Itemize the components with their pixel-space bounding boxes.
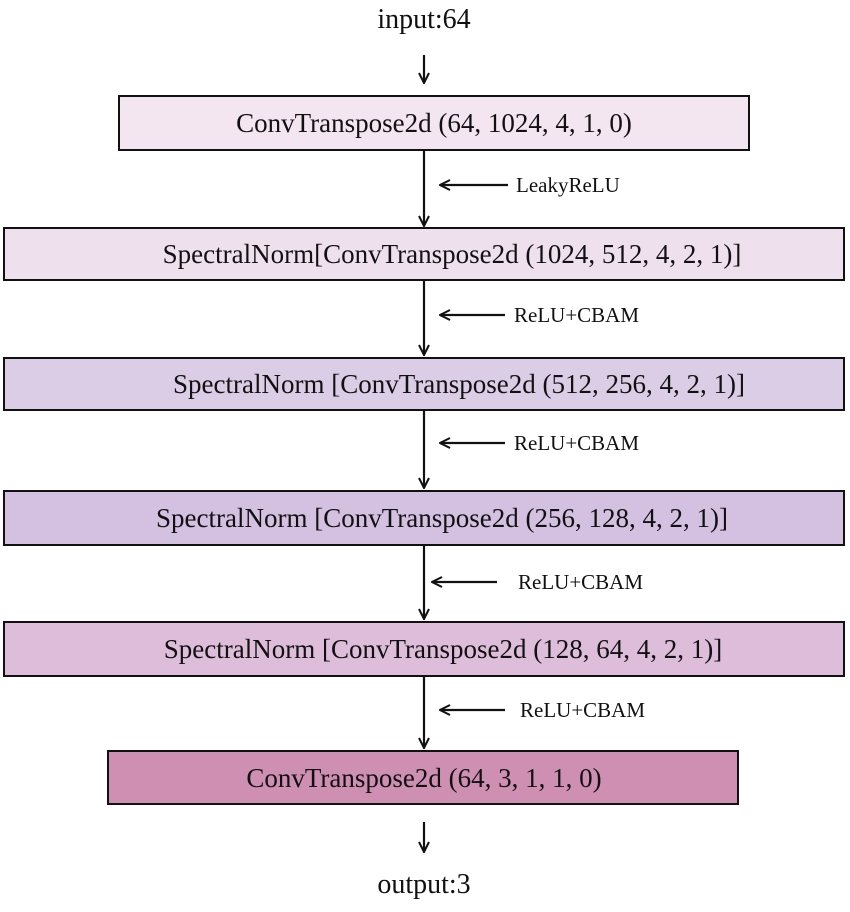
layer-box-5-label: SpectralNorm [ConvTranspose2d (128, 64, …: [164, 634, 722, 664]
layer-box-4-rect: [3, 490, 845, 546]
layer-box-4-label: SpectralNorm [ConvTranspose2d (256, 128,…: [156, 503, 728, 533]
layer-box-1: ConvTranspose2d (64, 1024, 4, 1, 0): [118, 95, 750, 151]
activation-label-3: ReLU+CBAM: [514, 431, 639, 455]
layer-box-6-label: ConvTranspose2d (64, 3, 1, 1, 0): [246, 763, 601, 793]
layer-box-2-rect: [3, 227, 845, 281]
layer-box-6: ConvTranspose2d (64, 3, 1, 1, 0): [107, 750, 739, 805]
activation-label-1: LeakyReLU: [516, 173, 620, 197]
layer-box-1-rect: [118, 95, 750, 151]
layer-box-5: SpectralNorm [ConvTranspose2d (128, 64, …: [3, 621, 845, 677]
layer-box-6-rect: [107, 750, 739, 805]
activation-label-4: ReLU+CBAM: [518, 570, 643, 594]
activation-label-2: ReLU+CBAM: [514, 303, 639, 327]
activation-label-5: ReLU+CBAM: [520, 698, 645, 722]
layer-box-2: SpectralNorm[ConvTranspose2d (1024, 512,…: [3, 227, 845, 281]
layer-box-4: SpectralNorm [ConvTranspose2d (256, 128,…: [3, 490, 845, 546]
layer-box-3-label: SpectralNorm [ConvTranspose2d (512, 256,…: [173, 369, 745, 399]
layer-box-3-rect: [3, 357, 845, 411]
input-label: input:64: [377, 4, 470, 35]
layer-box-2-label: SpectralNorm[ConvTranspose2d (1024, 512,…: [163, 239, 742, 269]
layer-box-3: SpectralNorm [ConvTranspose2d (512, 256,…: [3, 357, 845, 411]
layer-box-1-label: ConvTranspose2d (64, 1024, 4, 1, 0): [236, 108, 632, 138]
output-label: output:3: [377, 869, 470, 900]
